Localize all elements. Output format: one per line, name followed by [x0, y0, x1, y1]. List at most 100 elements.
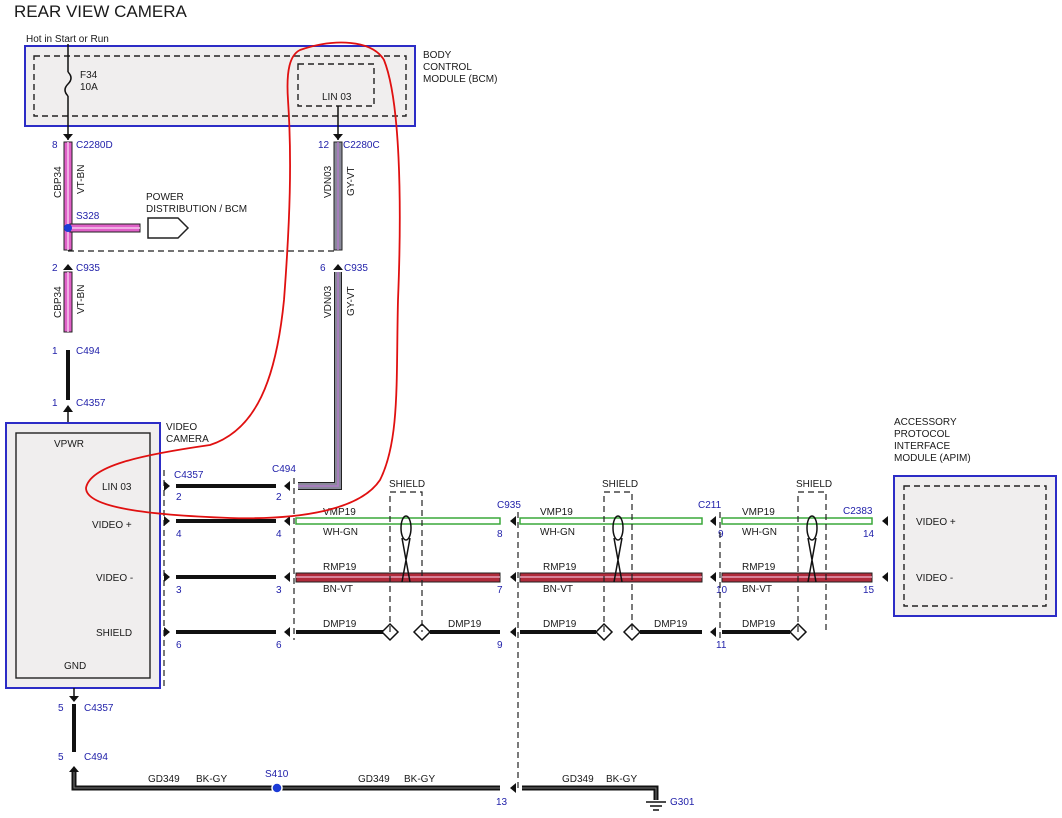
- left-conn-c494: C494: [76, 346, 100, 357]
- apim-name-line3: INTERFACE: [894, 441, 950, 452]
- camera-name-line2: CAMERA: [166, 434, 209, 445]
- fuse-pin-arrow: [63, 134, 73, 140]
- lin-c494-label: C494: [272, 464, 296, 475]
- camera-pin-lin: LIN 03: [102, 482, 132, 493]
- wh-gn-seg1: [295, 517, 501, 525]
- bcm-module-box[interactable]: [24, 45, 416, 127]
- bcm-name-line3: MODULE (BCM): [423, 74, 497, 85]
- shield-dash-2: [603, 491, 633, 632]
- sh-c494-pin: 6: [276, 640, 282, 651]
- shield-group-2: SHIELD: [602, 479, 638, 632]
- lin-c494-arrow: [284, 481, 290, 491]
- fuse-symbol: [64, 71, 72, 97]
- left-circuit-upper: CBP34: [53, 166, 64, 198]
- bcm-lin-dash: [297, 63, 375, 107]
- vm-c494-pin: 3: [276, 585, 282, 596]
- lin-circuit-upper: VDN03: [323, 165, 334, 198]
- ground-point-label: G301: [670, 797, 695, 808]
- gnd-pin-c4357: 5: [58, 703, 64, 714]
- vp-c935-pin: 8: [497, 529, 503, 540]
- rmp-label-1: RMP19: [323, 562, 357, 573]
- left-color-upper: VT-BN: [76, 165, 87, 194]
- bcm-name-line1: BODY: [423, 50, 452, 61]
- lin-c494-pin: 2: [276, 492, 282, 503]
- gnd-circuit-3: GD349: [562, 774, 594, 785]
- lin-top-arrow: [333, 134, 343, 140]
- gnd-pin-c494: 5: [58, 752, 64, 763]
- sh-c211-arrow: [710, 627, 716, 637]
- shield-group-1: SHIELD: [389, 479, 425, 632]
- gnd-c935-arrow: [510, 783, 516, 793]
- vm-c4357-pin: 3: [176, 585, 182, 596]
- gnd-color-1: BK-GY: [196, 774, 227, 785]
- lin-conn-top: C2280C: [343, 140, 380, 151]
- camera-name-line1: VIDEO: [166, 422, 197, 433]
- gnd-circuit-1: GD349: [148, 774, 180, 785]
- pd-connector-shape: [147, 217, 190, 239]
- vm-c2383-arrow: [882, 572, 888, 582]
- red-annotation-loop: [85, 41, 401, 520]
- left-mid-arrow: [63, 264, 73, 270]
- gnd-bk-gy-stripe1: [73, 772, 500, 789]
- shield-label-1: SHIELD: [389, 479, 425, 490]
- left-conn-c4357: C4357: [76, 398, 106, 409]
- dmp-diamond-4: [622, 622, 642, 642]
- left-pin-top: 8: [52, 140, 58, 151]
- apim-inner-dash: [903, 485, 1047, 607]
- bn-vt-label-1: BN-VT: [323, 584, 353, 595]
- vm-cam-arrow: [164, 572, 170, 582]
- apim-module-box[interactable]: [893, 475, 1057, 617]
- ground-icon: [646, 801, 666, 811]
- hot-label: Hot in Start or Run: [26, 34, 109, 45]
- vp-c211-label: C211: [698, 500, 722, 511]
- vmp-label-1: VMP19: [323, 507, 356, 518]
- camera-pin-vplus: VIDEO +: [92, 520, 132, 531]
- left-pin-mid: 2: [52, 263, 58, 274]
- lin-mid-arrow: [333, 264, 343, 270]
- shield-twist-1a: [400, 515, 412, 541]
- apim-name-line1: ACCESSORY: [894, 417, 957, 428]
- shield-twist-3b: [807, 537, 817, 583]
- shield-dash-1: [389, 491, 423, 632]
- left-conn-mid: C935: [76, 263, 100, 274]
- apim-pin-vplus: VIDEO +: [916, 517, 956, 528]
- lin-color-upper: GY-VT: [346, 166, 357, 196]
- lin-c4357-pin: 2: [176, 492, 182, 503]
- wh-gn-label-2: WH-GN: [540, 527, 575, 538]
- bcm-inner-dash: [33, 55, 407, 117]
- gnd-conn-c494: C494: [84, 752, 108, 763]
- camera-inner-box: [15, 432, 151, 679]
- gnd-conn-c4357: C4357: [84, 703, 114, 714]
- bcm-name-line2: CONTROL: [423, 62, 472, 73]
- left-conn-top: C2280D: [76, 140, 113, 151]
- fuse-name: F34: [80, 70, 98, 81]
- wh-gn-label-3: WH-GN: [742, 527, 777, 538]
- sh-cam-arrow: [164, 627, 170, 637]
- vp-c2383-arrow: [882, 516, 888, 526]
- shield-twist-2b: [613, 537, 623, 583]
- shield-twist-2a: [612, 515, 624, 541]
- gnd-bk-gy-stripe2: [522, 787, 657, 800]
- dmp-label-5: DMP19: [742, 619, 776, 630]
- page-title: REAR VIEW CAMERA: [14, 2, 188, 21]
- vp-c211-pin: 9: [718, 529, 724, 540]
- splice-s410-dot: [271, 782, 283, 794]
- bn-vt-label-2: BN-VT: [543, 584, 573, 595]
- left-color-lower: VT-BN: [76, 285, 87, 314]
- shield-label-3: SHIELD: [796, 479, 832, 490]
- bcm-lin-label: LIN 03: [322, 92, 352, 103]
- vm-c935-pin: 7: [497, 585, 503, 596]
- wh-gn-seg3: [721, 517, 873, 525]
- fuse-rating: 10A: [80, 82, 98, 93]
- lin-conn-mid: C935: [344, 263, 368, 274]
- camera-pin-gnd: GND: [64, 661, 86, 672]
- sh-c211-pin: 11: [716, 640, 727, 651]
- vm-c2383-pin: 15: [863, 585, 875, 596]
- vp-c2383-pin: 14: [863, 529, 875, 540]
- apim-pin-vminus: VIDEO -: [916, 573, 953, 584]
- shield-dash-3: [797, 491, 827, 632]
- rmp-label-2: RMP19: [543, 562, 577, 573]
- lin-cam-arrow: [164, 481, 170, 491]
- lin-c4357-label: C4357: [174, 470, 204, 481]
- vm-c935-arrow: [510, 572, 516, 582]
